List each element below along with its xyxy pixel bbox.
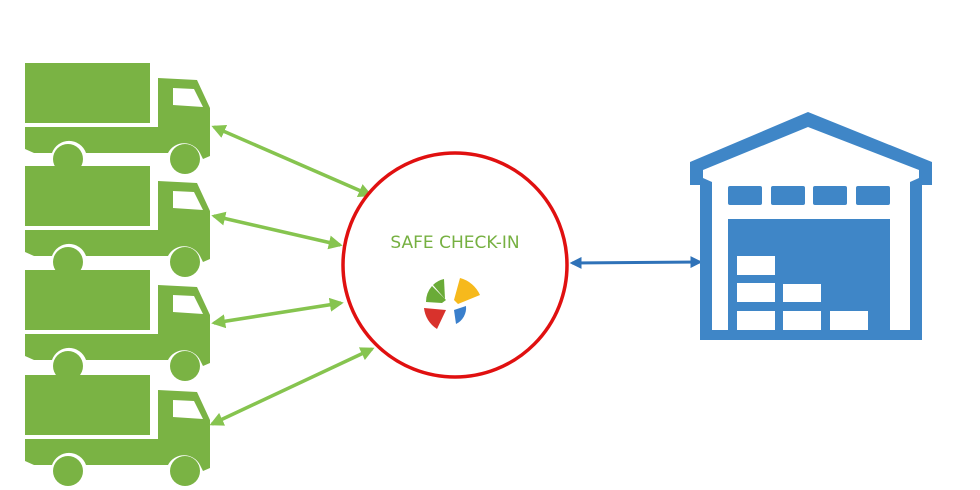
truck-icon: [25, 166, 210, 277]
arrow-truck-3-hub: [211, 297, 344, 329]
truck-icon: [25, 63, 210, 174]
arrow-truck-4-hub: [209, 347, 375, 426]
hub-ring: [341, 151, 569, 379]
truck-1: [25, 63, 210, 174]
truck-4: [25, 375, 210, 486]
truck-icon: [25, 375, 210, 486]
truck-2: [25, 166, 210, 277]
truck-icon: [25, 270, 210, 381]
arrow-truck-1-hub: [211, 125, 373, 197]
hub-label: SAFE CHECK-IN: [390, 233, 519, 253]
arrow-truck-2-hub: [211, 211, 343, 250]
warehouse-icon: [690, 112, 932, 340]
truck-3: [25, 270, 210, 381]
safe-check-in-hub: SAFE CHECK-IN: [341, 151, 569, 379]
pinwheel-logo-icon: [424, 278, 480, 329]
arrow-hub-warehouse: [569, 256, 703, 269]
